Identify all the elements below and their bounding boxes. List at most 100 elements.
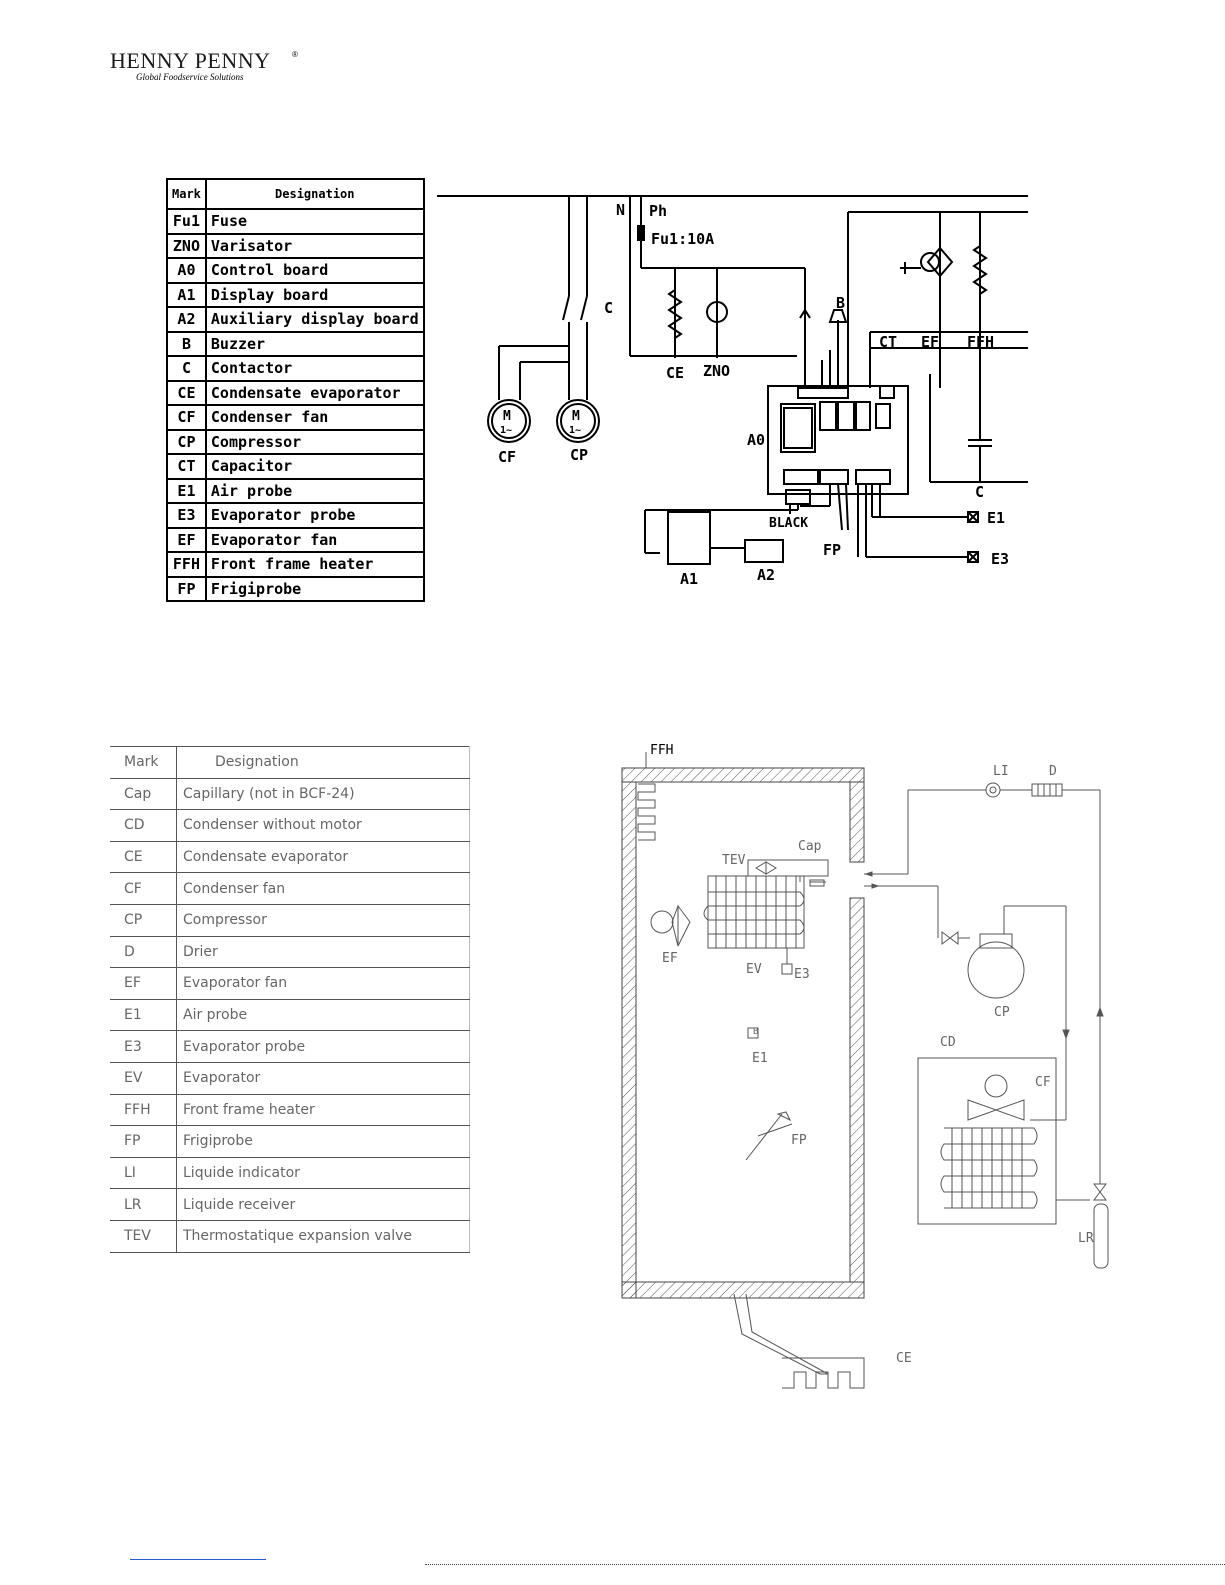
cp-motor-phase: 1~ [569,425,581,436]
refr-cap-label: Cap [798,839,822,854]
legend-designation: Evaporator fan [204,526,425,553]
header-mark: Mark [166,178,207,210]
legend-mark: FP [110,1125,177,1158]
legend-designation: Condensate evaporator [176,840,470,874]
legend-designation: Capillary (not in BCF-24) [176,777,470,811]
wire-n-label: N [616,201,625,219]
legend-designation: Varisator [204,232,425,259]
legend-designation: Auxiliary display board [204,306,425,333]
legend-designation: Front frame heater [176,1093,470,1127]
legend-designation: Capacitor [204,453,425,480]
refr-d-label: D [1049,764,1057,779]
legend-mark: A1 [166,281,207,308]
cp-motor-m: M [572,409,580,424]
electrical-legend-header: Mark Designation [166,178,425,210]
cp-label: CP [570,446,588,464]
legend-designation: Evaporator [176,1061,470,1095]
legend-mark: A0 [166,257,207,284]
legend-designation: Evaporator probe [176,1030,470,1063]
refr-e1-marker: B [753,1027,758,1037]
footer-divider [425,1564,1225,1565]
legend-designation: Condenser without motor [176,809,470,842]
ct-label: CT [879,333,897,351]
legend-mark: FFH [166,551,207,578]
legend-mark: A2 [166,306,207,333]
capacitor-c-label: C [975,483,984,501]
legend-mark: CF [110,872,177,905]
footer-link[interactable] [130,1556,266,1560]
legend-mark: D [110,935,177,969]
zno-label: ZNO [703,362,730,380]
refr-li-label: LI [993,764,1009,779]
legend-designation: Compressor [204,428,425,455]
logo-registered: ® [292,50,298,59]
legend-mark: EF [110,967,177,1000]
ce-label: CE [666,364,684,382]
legend-designation: Air probe [176,998,470,1032]
legend-mark: E3 [166,502,207,529]
refr-cf-label: CF [1035,1075,1051,1090]
legend-mark: LI [110,1156,177,1190]
legend-designation: Thermostatique expansion valve [176,1219,470,1253]
wiring-diagram: N Ph Fu1:10A C B CT EF FFH CE ZNO A0 CF … [437,195,1028,588]
cf-label: CF [498,448,516,466]
legend-mark: E1 [110,998,177,1032]
contactor-label: C [604,299,613,317]
refrigeration-legend-header: Mark Designation [110,746,470,779]
e1-label: E1 [987,509,1005,527]
legend-mark: CP [166,428,207,455]
legend-designation: Air probe [204,477,425,504]
ef-label: EF [921,333,939,351]
legend-mark: ZNO [166,232,207,259]
legend-mark: C [166,355,207,382]
e3-label: E3 [991,550,1009,568]
wire-ph-label: Ph [649,202,667,220]
a2-label: A2 [757,566,775,584]
buzzer-label: B [836,294,845,312]
refr-lr-label: LR [1078,1231,1094,1246]
legend-designation: Liquide receiver [176,1188,470,1221]
refr-ev-label: EV [746,962,762,977]
legend-mark: Fu1 [166,208,207,235]
legend-designation: Drier [176,935,470,969]
refr-ef-label: EF [662,951,678,966]
legend-designation: Frigiprobe [204,575,425,602]
legend-designation: Fuse [204,208,425,235]
refr-ffh-label: FFH [650,743,673,758]
a0-label: A0 [747,431,765,449]
legend-mark: CF [166,404,207,431]
header-designation: Designation [204,178,425,210]
refrigeration-diagram: FFH LI D TEV Cap EF EV E3 CP CD CF B E1 … [621,743,1109,1389]
ffh-label: FFH [967,333,994,351]
refr-header-designation: Designation [176,746,470,779]
legend-mark: CP [110,903,177,937]
logo-brand: HENNY PENNY [110,48,271,73]
legend-designation: Front frame heater [204,551,425,578]
refr-ce-label: CE [896,1351,912,1366]
black-label: BLACK [769,516,808,531]
refr-e1-label: E1 [752,1051,768,1066]
legend-mark: TEV [110,1219,177,1253]
logo-tagline: Global Foodservice Solutions [136,72,244,82]
legend-designation: Compressor [176,903,470,937]
